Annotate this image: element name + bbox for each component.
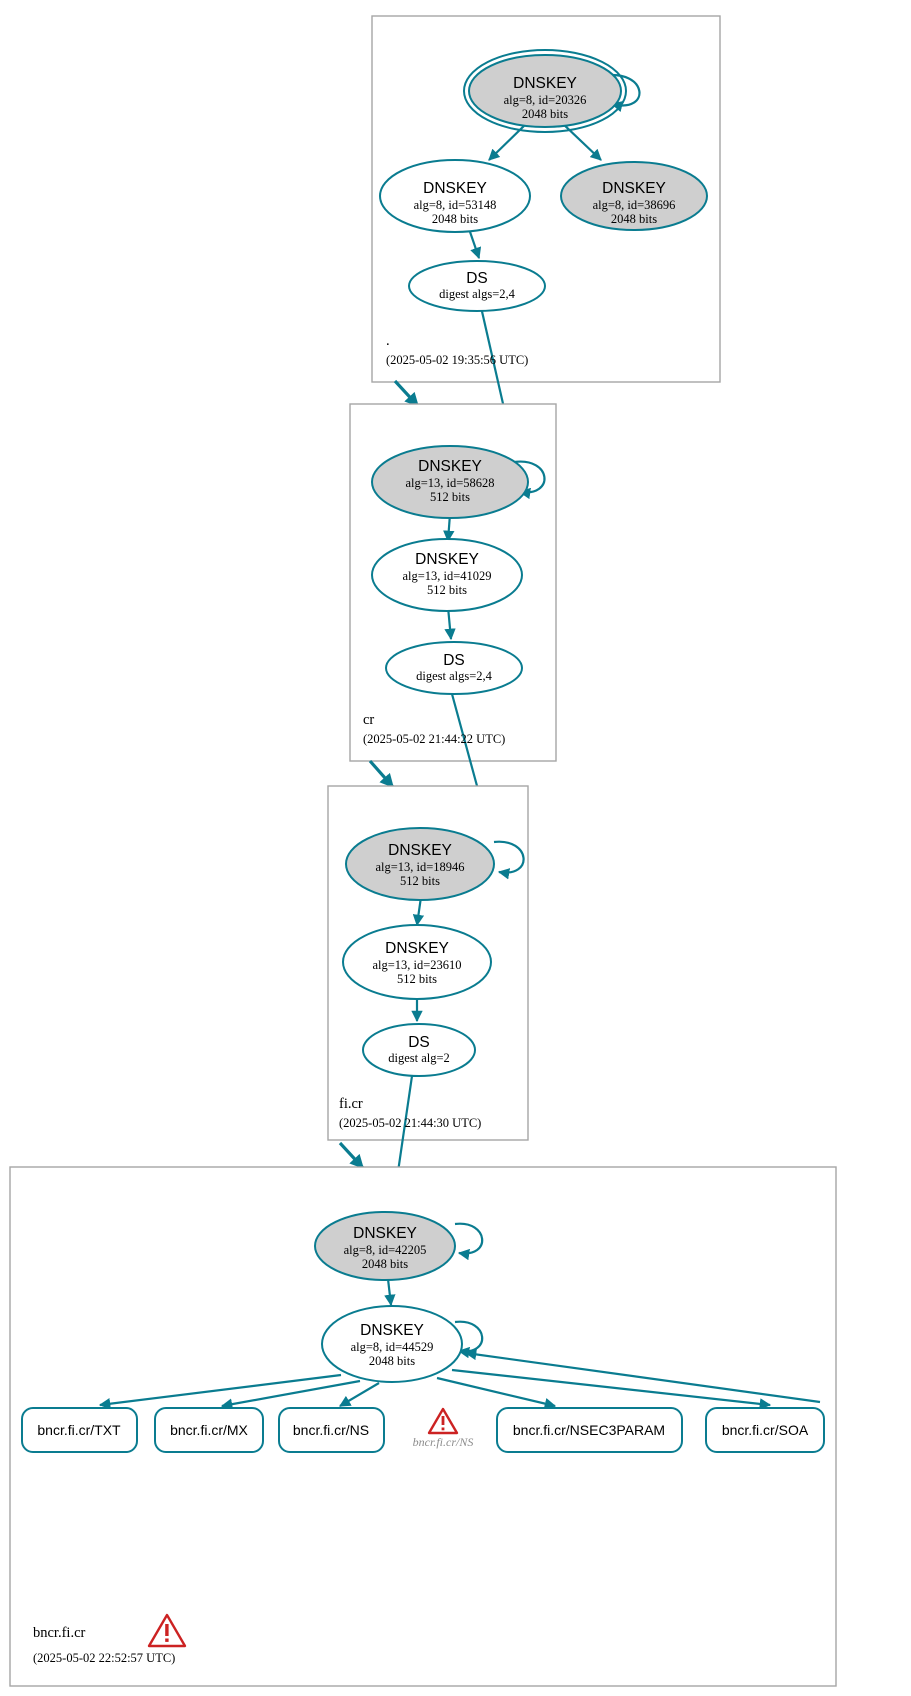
edge-bncr-zsk-to-soa <box>451 1368 772 1410</box>
node-title: DNSKEY <box>415 551 479 568</box>
node-ficr-ksk[interactable]: DNSKEY alg=13, id=18946 512 bits <box>345 827 495 901</box>
edge-root-ksk-to-dnskey-38696 <box>560 121 602 161</box>
rrset-label: bncr.fi.cr/NS <box>413 1435 474 1449</box>
rrset-label: bncr.fi.cr/TXT <box>37 1422 121 1438</box>
node-cr-ds[interactable]: DS digest algs=2,4 <box>385 641 523 695</box>
edge-bncr-zsk-to-txt <box>98 1373 342 1410</box>
node-line2: alg=8, id=44529 <box>351 1340 434 1354</box>
zone-timestamp-cr: (2025-05-02 21:44:22 UTC) <box>363 732 505 746</box>
rrset-bncr-mx[interactable]: bncr.fi.cr/MX <box>154 1407 264 1453</box>
node-line2: alg=13, id=41029 <box>402 569 491 583</box>
node-line2: digest alg=2 <box>388 1051 450 1065</box>
zone-label-cr: cr <box>363 712 374 728</box>
rrset-bncr-soa[interactable]: bncr.fi.cr/SOA <box>705 1407 825 1453</box>
edge-root-ksk-selfsign <box>601 73 641 113</box>
node-line3: 2048 bits <box>611 212 657 226</box>
node-title: DNSKEY <box>602 180 666 197</box>
rrset-bncr-txt[interactable]: bncr.fi.cr/TXT <box>21 1407 138 1453</box>
node-title: DNSKEY <box>385 940 449 957</box>
rrset-bncr-ns[interactable]: bncr.fi.cr/NS <box>278 1407 385 1453</box>
node-line2: alg=13, id=18946 <box>375 860 464 874</box>
node-title: DNSKEY <box>353 1225 417 1242</box>
node-title: DNSKEY <box>388 842 452 859</box>
zone-label-ficr: fi.cr <box>339 1096 363 1112</box>
node-title: DNSKEY <box>423 180 487 197</box>
node-root-ds[interactable]: DS digest algs=2,4 <box>408 260 546 312</box>
delegation-arrow-ficr-to-bncr <box>338 1141 365 1170</box>
node-bncr-zsk[interactable]: DNSKEY alg=8, id=44529 2048 bits <box>321 1305 463 1383</box>
rrset-label: bncr.fi.cr/MX <box>170 1422 248 1438</box>
edge-cr-zsk-to-ds <box>444 606 456 641</box>
zone-timestamp-ficr: (2025-05-02 21:44:30 UTC) <box>339 1116 481 1130</box>
delegation-arrow-cr-to-ficr <box>368 759 395 789</box>
node-title: DNSKEY <box>513 75 577 92</box>
node-line2: alg=8, id=20326 <box>504 93 587 107</box>
delegation-arrow-root-to-cr <box>393 379 420 408</box>
node-title: DS <box>408 1034 430 1051</box>
node-title: DS <box>443 652 465 669</box>
warning-icon <box>427 1407 459 1435</box>
node-line2: alg=13, id=23610 <box>372 958 461 972</box>
node-line2: alg=8, id=53148 <box>414 198 497 212</box>
node-title: DNSKEY <box>418 458 482 475</box>
node-line2: digest algs=2,4 <box>439 287 516 301</box>
node-title: DS <box>466 270 488 287</box>
edge-bncr-zsk-to-nsec3param <box>436 1376 557 1410</box>
node-line3: 2048 bits <box>522 107 568 121</box>
zone-timestamp-root: (2025-05-02 19:35:56 UTC) <box>386 353 528 367</box>
edge-bncr-zsk-to-mx <box>220 1379 361 1410</box>
rrset-label: bncr.fi.cr/NS <box>293 1422 369 1438</box>
edge-root-ksk-to-zsk <box>488 121 529 161</box>
node-line3: 512 bits <box>397 972 437 986</box>
node-line2: alg=8, id=42205 <box>344 1243 427 1257</box>
node-line3: 512 bits <box>400 874 440 888</box>
node-title: DNSKEY <box>360 1322 424 1339</box>
node-ficr-zsk[interactable]: DNSKEY alg=13, id=23610 512 bits <box>342 924 492 1000</box>
node-root-zsk[interactable]: DNSKEY alg=8, id=53148 2048 bits <box>379 159 531 233</box>
zone-timestamp-bncrficr: (2025-05-02 22:52:57 UTC) <box>33 1651 175 1665</box>
edge-bncr-ksk-to-zsk <box>384 1278 396 1307</box>
rrset-bncr-nsec3param[interactable]: bncr.fi.cr/NSEC3PARAM <box>496 1407 683 1453</box>
node-cr-ksk[interactable]: DNSKEY alg=13, id=58628 512 bits <box>371 445 529 519</box>
edge-ficr-ksk-selfsign <box>493 840 525 880</box>
edge-bncr-zsk-to-ns <box>339 1382 380 1407</box>
node-ficr-ds[interactable]: DS digest alg=2 <box>362 1023 476 1077</box>
zone-label-root: . <box>386 333 390 349</box>
node-line3: 512 bits <box>430 490 470 504</box>
node-line2: alg=13, id=58628 <box>405 476 494 490</box>
edge-rrsets-to-bncr-zsk <box>464 1348 821 1404</box>
rrset-bncr-ns-error[interactable]: bncr.fi.cr/NS <box>413 1407 474 1449</box>
edge-ficr-ksk-to-zsk <box>412 896 425 927</box>
node-line3: 2048 bits <box>432 212 478 226</box>
node-root-ksk[interactable]: DNSKEY alg=8, id=20326 2048 bits <box>463 49 627 133</box>
node-line2: digest algs=2,4 <box>416 669 493 683</box>
edge-cr-ksk-selfsign <box>513 460 546 500</box>
zone-warning-icon-bncrficr <box>147 1613 187 1648</box>
rrset-label: bncr.fi.cr/NSEC3PARAM <box>513 1422 665 1438</box>
node-cr-zsk[interactable]: DNSKEY alg=13, id=41029 512 bits <box>371 538 523 612</box>
node-root-dnskey-38696[interactable]: DNSKEY alg=8, id=38696 2048 bits <box>560 161 708 231</box>
node-bncr-ksk[interactable]: DNSKEY alg=8, id=42205 2048 bits <box>314 1211 456 1281</box>
node-line2: alg=8, id=38696 <box>593 198 676 212</box>
zone-label-bncrficr: bncr.fi.cr <box>33 1625 86 1641</box>
node-line3: 512 bits <box>427 583 467 597</box>
rrset-label: bncr.fi.cr/SOA <box>722 1422 809 1438</box>
node-line3: 2048 bits <box>369 1354 415 1368</box>
node-line3: 2048 bits <box>362 1257 408 1271</box>
edge-bncr-ksk-selfsign <box>454 1222 484 1261</box>
